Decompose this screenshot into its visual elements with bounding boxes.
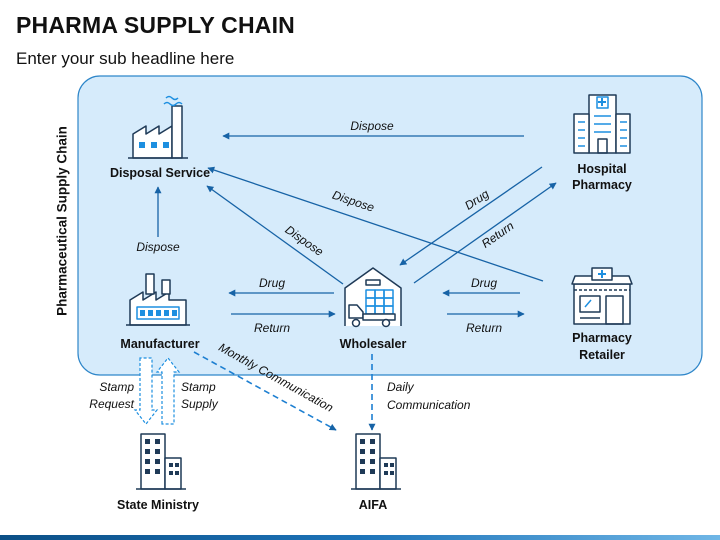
stamp-supply-arrow xyxy=(155,357,181,425)
node-label-disposal: Disposal Service xyxy=(110,166,210,180)
warehouse-truck-icon xyxy=(344,267,402,328)
edge-label-stamp-supply-line2: Supply xyxy=(181,397,219,411)
office-building-icon xyxy=(351,433,401,490)
node-label-aifa: AIFA xyxy=(359,498,387,512)
factory-icon xyxy=(126,273,190,326)
edge-label-manufacturer-dispose: Dispose xyxy=(136,240,180,254)
edges xyxy=(154,132,557,318)
edge-hospital-to-wholesaler xyxy=(399,166,543,266)
dashed-edges xyxy=(193,351,376,431)
edge-label-retailer-drug: Drug xyxy=(471,276,497,290)
node-label-state-ministry: State Ministry xyxy=(117,498,199,512)
edge-label-stamp-supply-line1: Stamp xyxy=(181,380,216,394)
edge-manufacturer-to-aifa xyxy=(193,351,337,431)
stamp-request-arrow xyxy=(133,357,159,425)
node-label-wholesaler: Wholesaler xyxy=(340,337,407,351)
edge-label-manufacturer-return: Return xyxy=(254,321,290,335)
edge-retailer-to-disposal xyxy=(207,166,544,282)
edge-wholesaler-to-hospital xyxy=(413,182,557,284)
page-title: PHARMA SUPPLY CHAIN xyxy=(16,12,295,38)
node-label-hospital-line2: Pharmacy xyxy=(572,178,632,192)
page-subtitle: Enter your sub headline here xyxy=(16,49,235,68)
pharmacy-store-icon xyxy=(571,267,633,325)
node-label-manufacturer: Manufacturer xyxy=(120,337,199,351)
edge-label-wholesaler-return-retailer: Return xyxy=(466,321,502,335)
edge-wholesaler-to-disposal xyxy=(206,185,344,285)
edge-label-wholesaler-drug: Drug xyxy=(259,276,285,290)
edge-label-daily-line2: Communication xyxy=(387,398,471,412)
edge-label-hospital-dispose: Dispose xyxy=(350,119,394,133)
node-label-hospital-line1: Hospital xyxy=(577,162,626,176)
edge-label-stamp-request-line1: Stamp xyxy=(99,380,134,394)
node-label-retailer-line2: Retailer xyxy=(579,348,625,362)
node-label-retailer-line1: Pharmacy xyxy=(572,331,632,345)
hospital-building-icon xyxy=(573,94,631,154)
edge-label-daily-line1: Daily xyxy=(387,380,415,394)
supply-chain-panel xyxy=(77,75,703,376)
factory-smoke-icon xyxy=(128,95,188,159)
footer-bar xyxy=(0,535,720,540)
office-building-icon xyxy=(136,433,186,490)
edge-label-stamp-request-line2: Request xyxy=(89,397,134,411)
